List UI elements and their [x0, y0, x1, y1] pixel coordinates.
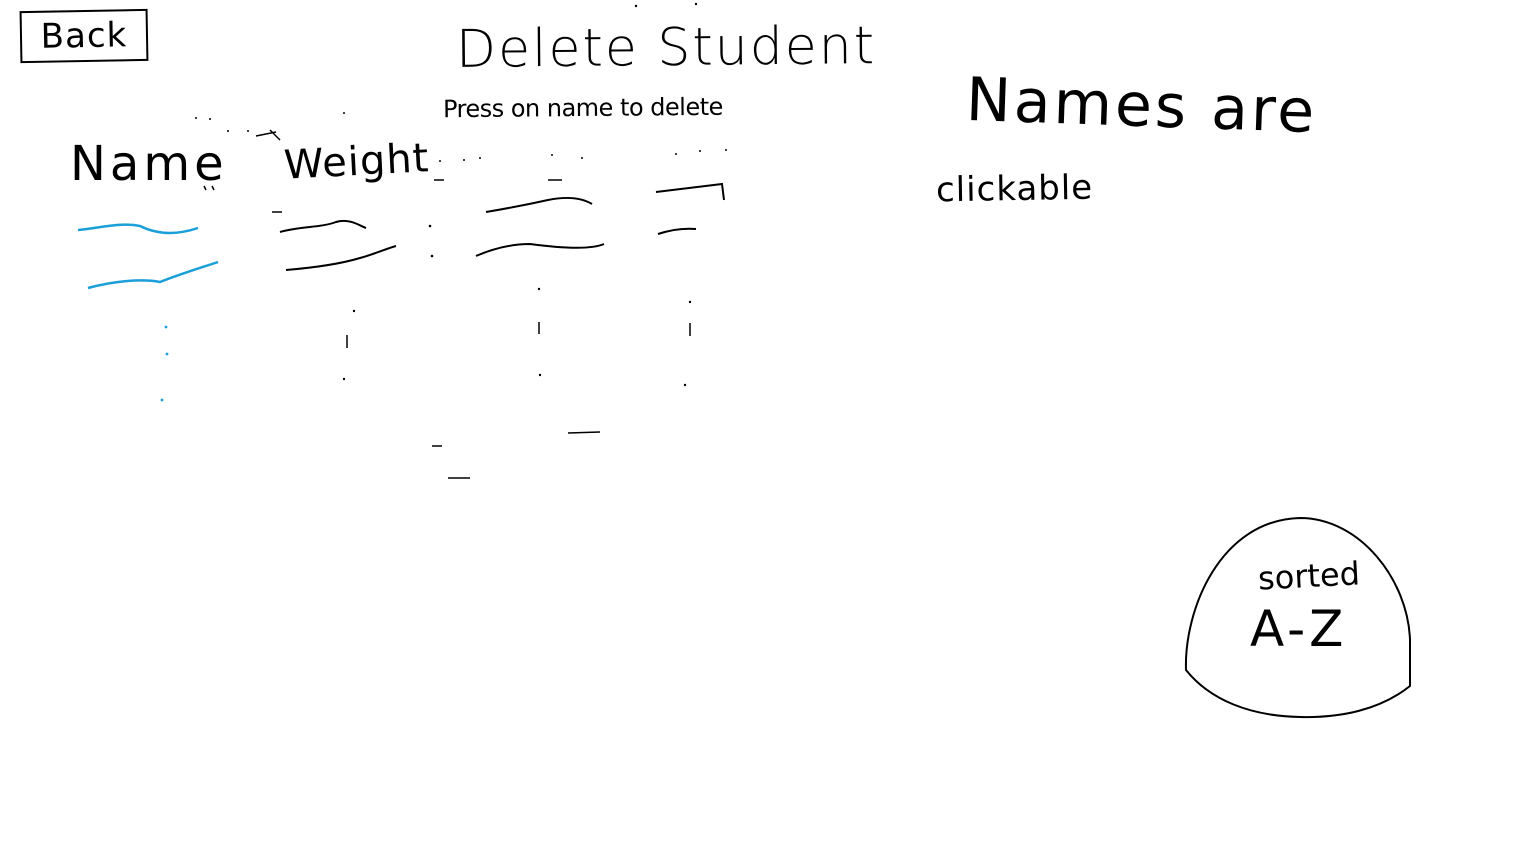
name-ellipsis: [160, 325, 169, 402]
col4-row-2: [657, 227, 697, 235]
sort-badge-label: sorted: [1257, 554, 1361, 598]
annotation-line-1: Names are: [964, 64, 1319, 148]
annotation-line-2: clickable: [935, 167, 1094, 211]
col3-row-2: [475, 242, 605, 257]
page-subtitle: Press on name to delete: [442, 92, 723, 124]
col4-row-1: [655, 182, 725, 201]
column-header-name: Name: [70, 136, 228, 192]
weight-row-1: [279, 219, 367, 233]
page-title: Delete Student: [455, 16, 877, 80]
back-button[interactable]: Back: [19, 8, 149, 64]
weight-row-2: [285, 245, 397, 271]
column-header-weight: Weight: [282, 135, 431, 189]
name-row-1-target[interactable]: [74, 216, 204, 242]
sort-badge-range: A-Z: [1250, 600, 1348, 658]
name-row-2-target[interactable]: [84, 262, 224, 288]
col3-row-1: [485, 196, 593, 213]
table-ellipsis: [342, 224, 692, 479]
